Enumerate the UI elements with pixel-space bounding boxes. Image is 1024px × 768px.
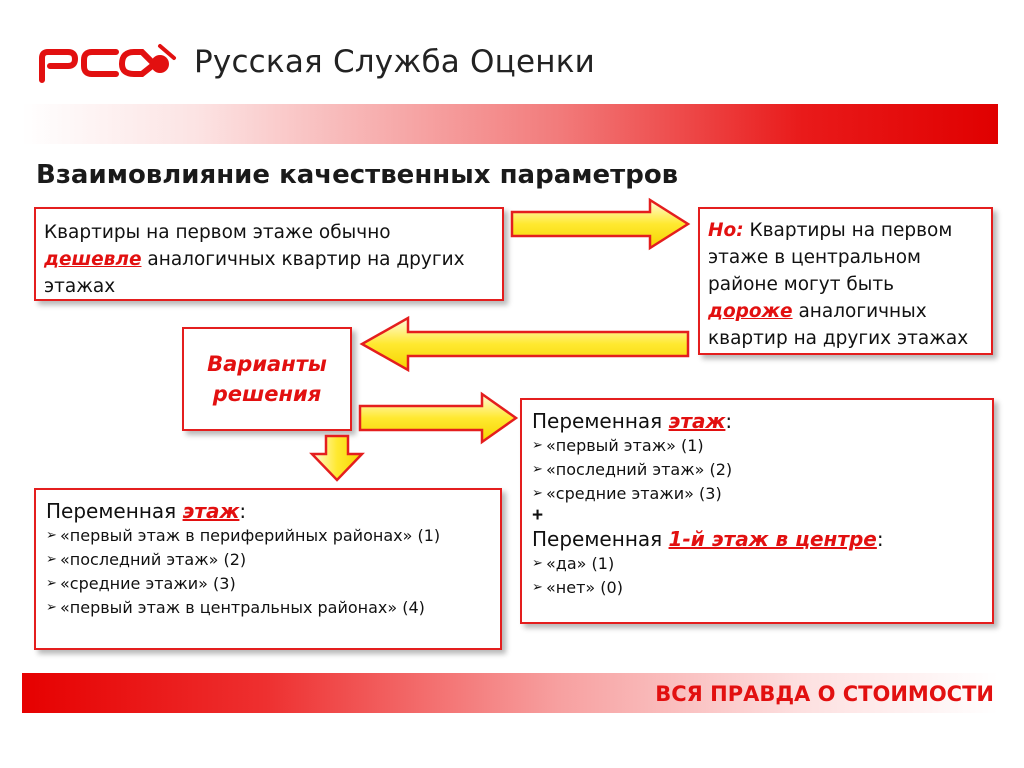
option-label: «средние этажи» (3) xyxy=(60,574,236,593)
slide-title: Взаимовлияние качественных параметров xyxy=(36,160,679,190)
arrow-right-icon xyxy=(510,197,691,251)
company-logo xyxy=(38,40,178,86)
word-cheaper: дешевле xyxy=(44,249,142,270)
checkmark-bullet-icon: ➢ xyxy=(46,600,57,615)
option-item: ➢«средние этажи» (3) xyxy=(46,572,490,596)
option-label: «нет» (0) xyxy=(546,578,623,597)
statement-line-1: Квартиры на первом этаже обычно xyxy=(44,222,391,243)
variant-box-one-variable: Переменная этаж: ➢«первый этаж в перифер… xyxy=(34,488,502,650)
statement-line-2-rest: аналогичных квартир на других xyxy=(141,249,465,270)
central-line-2: этаже в центральном xyxy=(708,247,922,268)
checkmark-bullet-icon: ➢ xyxy=(532,438,543,453)
option-label: «средние этажи» (3) xyxy=(546,484,722,503)
checkmark-bullet-icon: ➢ xyxy=(532,486,543,501)
central-line-4-rest: аналогичных xyxy=(792,301,927,322)
checkmark-bullet-icon: ➢ xyxy=(532,580,543,595)
option-label: «первый этаж в центральных районах» (4) xyxy=(60,598,425,617)
variable-prefix: Переменная xyxy=(532,409,669,433)
variable-center-heading: Переменная 1-й этаж в центре: xyxy=(532,526,982,552)
variable-suffix: : xyxy=(876,527,884,551)
arrow-down-icon xyxy=(309,434,365,482)
central-line-1-rest: Квартиры на первом xyxy=(743,220,953,241)
checkmark-bullet-icon: ➢ xyxy=(532,556,543,571)
option-label: «последний этаж» (2) xyxy=(546,460,733,479)
option-label: «первый этаж в периферийных районах» (1) xyxy=(60,526,441,545)
option-item: ➢«последний этаж» (2) xyxy=(532,458,982,482)
central-line-4: дороже аналогичных xyxy=(708,298,983,325)
variable-suffix: : xyxy=(725,409,733,433)
variable-prefix: Переменная xyxy=(46,499,183,523)
central-line-1: Но: Квартиры на первом xyxy=(708,217,983,244)
option-item: ➢«первый этаж в центральных районах» (4) xyxy=(46,596,490,620)
option-item: ➢«нет» (0) xyxy=(532,576,982,600)
solutions-line-2: решения xyxy=(212,382,322,406)
statement-line-3: этажах xyxy=(44,276,116,297)
solutions-box: Варианты решения xyxy=(182,327,352,431)
variable-prefix: Переменная xyxy=(532,527,669,551)
central-line-3: районе могут быть xyxy=(708,274,895,295)
plus-sign: + xyxy=(532,505,544,526)
option-label: «да» (1) xyxy=(546,554,615,573)
variable-center-name: 1-й этаж в центре xyxy=(668,527,877,551)
word-more-expensive: дороже xyxy=(708,301,793,322)
checkmark-bullet-icon: ➢ xyxy=(46,576,57,591)
variable-floor-name: этаж xyxy=(668,409,726,433)
brand-name: Русская Служба Оценки xyxy=(194,44,595,80)
statement-box-central: Но: Квартиры на первом этаже в центральн… xyxy=(698,207,993,355)
option-item: ➢«первый этаж» (1) xyxy=(532,434,982,458)
variable-suffix: : xyxy=(239,499,247,523)
variable-floor-name: этаж xyxy=(182,499,240,523)
option-label: «последний этаж» (2) xyxy=(60,550,247,569)
option-item: ➢«да» (1) xyxy=(532,552,982,576)
header-band xyxy=(22,104,998,144)
checkmark-bullet-icon: ➢ xyxy=(46,528,57,543)
option-item: ➢«средние этажи» (3) xyxy=(532,482,982,506)
option-item: ➢«последний этаж» (2) xyxy=(46,548,490,572)
statement-line-2: дешевле аналогичных квартир на других xyxy=(44,246,494,273)
checkmark-bullet-icon: ➢ xyxy=(46,552,57,567)
central-line-5: квартир на других этажах xyxy=(708,328,969,349)
but-prefix: Но: xyxy=(708,220,744,241)
solutions-line-1: Варианты xyxy=(207,352,327,376)
footer-band xyxy=(22,673,998,713)
footer-slogan: ВСЯ ПРАВДА О СТОИМОСТИ xyxy=(655,682,994,706)
variant-box-two-variables: Переменная этаж: ➢«первый этаж» (1) ➢«по… xyxy=(520,398,994,624)
option-item: ➢«первый этаж в периферийных районах» (1… xyxy=(46,524,490,548)
statement-box-first-floor: Квартиры на первом этаже обычно дешевле … xyxy=(34,207,504,301)
option-label: «первый этаж» (1) xyxy=(546,436,704,455)
checkmark-bullet-icon: ➢ xyxy=(532,462,543,477)
solutions-label: Варианты решения xyxy=(207,349,327,409)
variable-floor-heading: Переменная этаж: xyxy=(46,498,490,524)
variable-floor-heading: Переменная этаж: xyxy=(532,408,982,434)
arrow-right-icon xyxy=(358,391,519,445)
arrow-left-icon xyxy=(359,315,690,373)
